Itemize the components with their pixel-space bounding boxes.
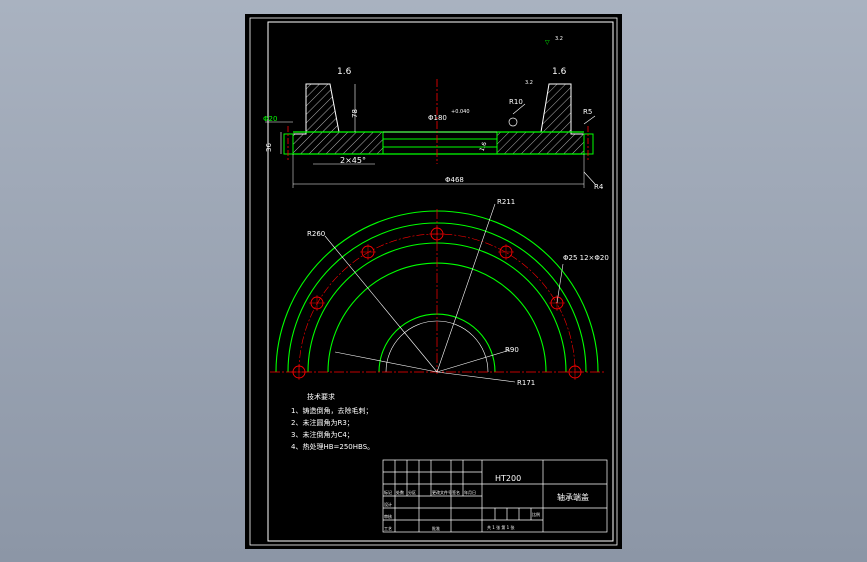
- inner-frame: [267, 21, 614, 542]
- note-item: 3、未注倒角为C4；: [291, 430, 354, 439]
- label-thickness: 36: [265, 143, 273, 152]
- drawing-sheet: ▽ 3.2 1.6 1.6 3.2: [245, 14, 622, 549]
- sheet-label: 共 1 张 第 1 张: [487, 524, 514, 530]
- label-r211: R211: [497, 198, 515, 206]
- header-cell: 标记: [384, 489, 392, 495]
- row-label: 批准: [432, 525, 440, 531]
- header-cell: 处数: [396, 489, 404, 495]
- scale-label: 比例: [532, 511, 540, 517]
- title-block: [382, 459, 608, 533]
- material-label: HT200: [495, 474, 521, 483]
- row-label: 设计: [384, 501, 392, 507]
- leader-r211: [436, 203, 496, 373]
- surface-roughness-general: ▽ 3.2: [545, 36, 563, 46]
- label-bore: Φ180: [428, 114, 447, 122]
- label-face-left-roughness: 1.6: [337, 67, 352, 77]
- row-label: 工艺: [384, 526, 392, 531]
- header-cell: 签名: [452, 489, 460, 495]
- bolt-hole: [360, 244, 376, 260]
- header-cell: 年月日: [464, 489, 476, 495]
- label-r260: R260: [307, 230, 325, 238]
- cad-drawing: ▽ 3.2 1.6 1.6 3.2: [249, 17, 618, 546]
- label-flange-dia: Φ20: [263, 115, 277, 123]
- label-r5: R5: [583, 108, 592, 116]
- bolt-hole: [567, 364, 583, 380]
- leader-r260: [324, 235, 438, 373]
- right-bolt-hole: [583, 133, 594, 155]
- leader-holes: [556, 263, 564, 304]
- technical-requirements: 技术要求 1、铸造倒角，去除毛刺； 2、未注圆角为R3； 3、未注倒角为C4； …: [291, 392, 374, 451]
- leader-r90: [436, 349, 511, 373]
- label-r171: R171: [517, 379, 535, 387]
- label-small-dim: 1.6: [479, 141, 489, 153]
- row-label: 审核: [384, 513, 392, 519]
- header-cell: 分区: [408, 489, 416, 495]
- label-r90: R90: [505, 346, 519, 354]
- bolt-hole: [498, 244, 514, 260]
- bolt-hole: [291, 364, 307, 380]
- note-item: 4、热处理HB=250HBS。: [291, 442, 374, 451]
- part-name: 轴承端盖: [557, 492, 589, 502]
- label-small-roughness: 3.2: [525, 80, 533, 86]
- outer-frame: [249, 17, 618, 546]
- label-chamfer: 2×45°: [340, 156, 366, 165]
- notes-title: 技术要求: [307, 392, 335, 401]
- leader-r-inner: [334, 351, 438, 373]
- label-r4: R4: [594, 183, 604, 191]
- section-view: 1.6 1.6 3.2 Φ20 36 78 Φ180 +0.040 R10 R5…: [263, 67, 604, 191]
- bolt-hole: [429, 226, 445, 242]
- bolt-hole: [309, 295, 325, 311]
- left-bolt-hole: [283, 133, 294, 155]
- plan-view: R260 R211 Φ25 12×Φ20 R90 R171: [270, 198, 609, 387]
- outer-arc-2: [287, 222, 587, 373]
- label-bore-tol: +0.040: [451, 109, 470, 115]
- note-item: 2、未注圆角为R3；: [291, 418, 354, 427]
- label-face-right-roughness: 1.6: [552, 67, 567, 77]
- header-cell: 更改文件号: [432, 489, 452, 495]
- leader-r171: [436, 371, 516, 383]
- roughness-general-value: 3.2: [555, 36, 563, 42]
- title-block-text: HT200 轴承端盖 标记 处数 分区 更改文件号 签名 年月日 设计 审核 工…: [384, 474, 589, 531]
- note-item: 1、铸造倒角，去除毛刺；: [291, 406, 372, 415]
- label-outer-dia: Φ468: [445, 176, 464, 184]
- label-r10: R10: [509, 98, 523, 106]
- section-left-body: [292, 83, 384, 155]
- label-height: 78: [351, 109, 359, 118]
- label-holes: Φ25 12×Φ20: [563, 254, 609, 262]
- roughness-general-symbol: ▽: [545, 39, 550, 46]
